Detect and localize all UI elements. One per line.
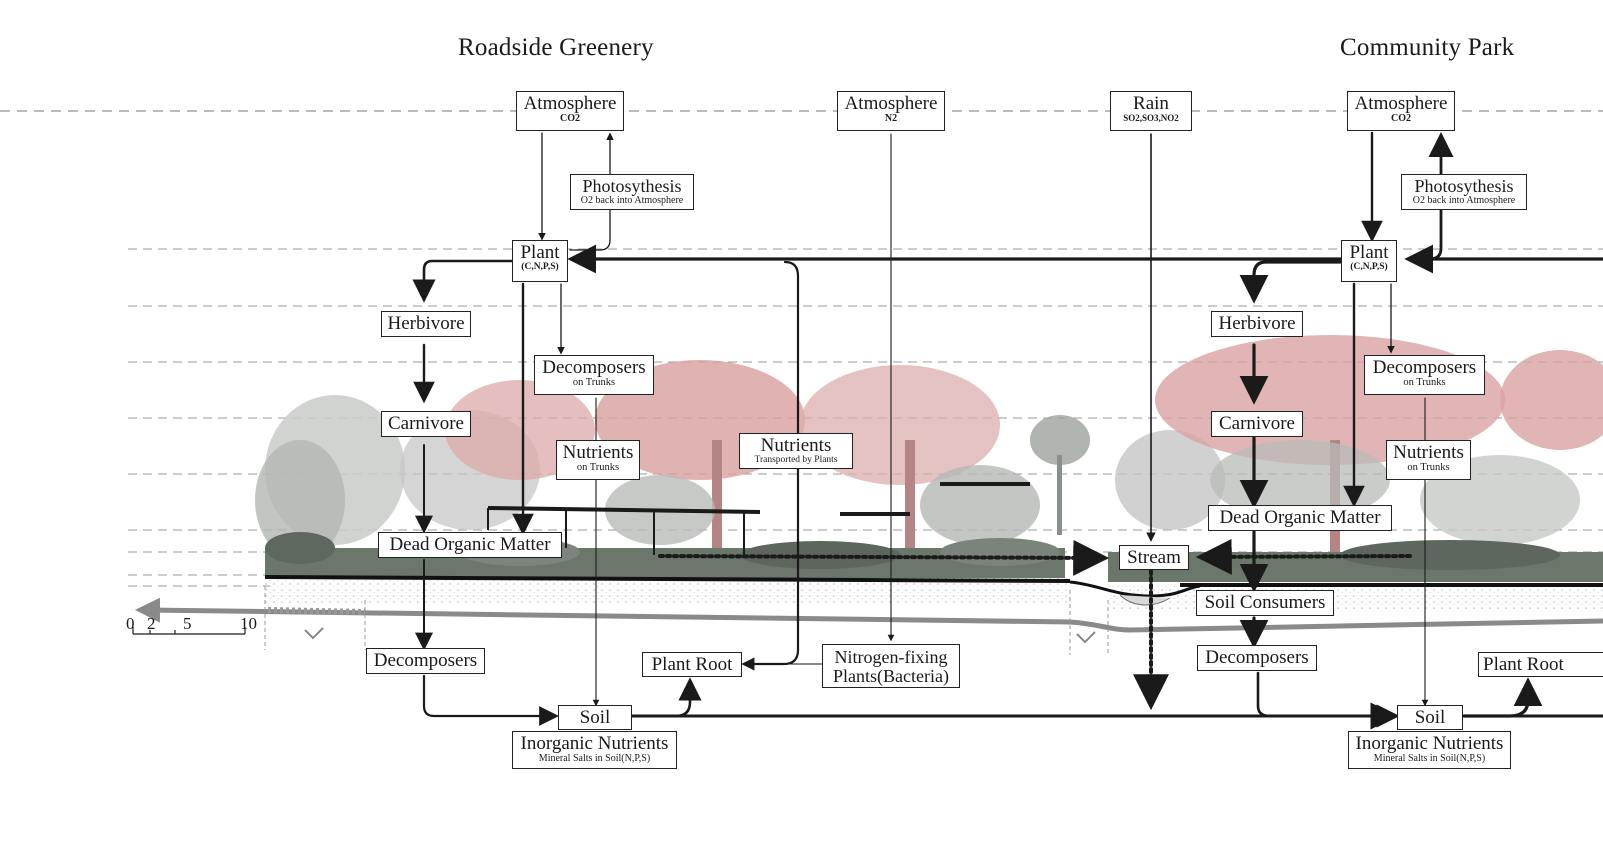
plant-root-right-node: Plant Root: [1478, 652, 1603, 677]
node-label: Soil Consumers: [1204, 592, 1326, 613]
atmosphere-co2-left-node: Atmosphere CO2: [516, 91, 624, 131]
nutrients-trunks-left-node: Nutrients on Trunks: [556, 440, 640, 480]
node-sub: (C,N,P,S): [521, 262, 559, 272]
community-park-title: Community Park: [1340, 34, 1515, 61]
flow-arrows: [412, 131, 1603, 730]
photosynthesis-left-node: Photosythesis O2 back into Atmosphere: [570, 174, 694, 210]
node-sub: SO2,SO3,NO2: [1123, 113, 1179, 123]
node-label: Dead Organic Matter: [389, 534, 551, 555]
node-label: Soil: [1414, 707, 1446, 728]
node-label: Rain: [1133, 93, 1169, 114]
plant-right-node: Plant (C,N,P,S): [1341, 240, 1397, 282]
scale-label-2: 2: [147, 614, 156, 633]
node-sub: O2 back into Atmosphere: [1412, 195, 1516, 206]
carnivore-right-node: Carnivore: [1211, 411, 1303, 437]
dead-organic-matter-right-node: Dead Organic Matter: [1208, 505, 1392, 531]
roadside-greenery-title: Roadside Greenery: [458, 34, 654, 61]
node-sub: Mineral Salts in Soil(N,P,S): [1373, 753, 1486, 764]
node-label: Herbivore: [387, 313, 465, 334]
node-sub: on Trunks: [1403, 377, 1446, 388]
node-label: Plant Root: [1483, 654, 1564, 675]
atmosphere-co2-right-node: Atmosphere CO2: [1347, 91, 1455, 131]
scale-label-5: 5: [183, 614, 192, 633]
node-label: Nitrogen-fixing: [834, 647, 948, 667]
node-sub: CO2: [1391, 113, 1411, 124]
node-sub: on Trunks: [1407, 462, 1450, 473]
ground-section: [135, 575, 1603, 655]
scale-label-10: 10: [240, 614, 257, 633]
node-label: Decomposers: [373, 650, 478, 671]
node-label: Decomposers: [1205, 647, 1309, 668]
node-sub: CO2: [560, 113, 580, 124]
stream-node: Stream: [1119, 545, 1189, 570]
node-sub: Mineral Salts in Soil(N,P,S): [538, 753, 651, 764]
node-sub: on Trunks: [572, 377, 616, 388]
node-label: Stream: [1127, 547, 1181, 568]
soil-consumers-node: Soil Consumers: [1196, 590, 1334, 616]
inorganic-nutrients-right-node: Inorganic Nutrients Mineral Salts in Soi…: [1348, 731, 1511, 769]
node-label: Soil: [579, 707, 611, 728]
node-label: Decomposers: [542, 357, 646, 378]
node-label: Nutrients: [562, 442, 634, 463]
node-label: Atmosphere: [844, 93, 938, 114]
inorganic-nutrients-left-node: Inorganic Nutrients Mineral Salts in Soi…: [512, 731, 677, 769]
node-label: Inorganic Nutrients: [520, 733, 669, 754]
decomposers-right-node: Decomposers: [1197, 645, 1317, 671]
nitrogen-fixing-node: Nitrogen-fixing Plants(Bacteria): [822, 644, 960, 688]
node-label: Plant: [520, 242, 560, 263]
soil-left-node: Soil: [558, 705, 632, 730]
dead-organic-matter-left-node: Dead Organic Matter: [378, 532, 562, 558]
nutrients-trunks-right-node: Nutrients on Trunks: [1386, 440, 1471, 480]
plant-left-node: Plant (C,N,P,S): [512, 240, 568, 282]
node-sub: (C,N,P,S): [1350, 262, 1388, 272]
carnivore-left-node: Carnivore: [381, 411, 471, 437]
node-label: Carnivore: [1219, 413, 1295, 434]
atmosphere-n2-node: Atmosphere N2: [837, 91, 945, 131]
photosynthesis-right-node: Photosythesis O2 back into Atmosphere: [1401, 174, 1527, 210]
scale-bar: [132, 627, 246, 635]
soil-right-node: Soil: [1397, 705, 1463, 730]
node-label: Plant: [1349, 242, 1389, 263]
node-label: Photosythesis: [1414, 176, 1514, 196]
herbivore-left-node: Herbivore: [381, 311, 471, 337]
node-label: Inorganic Nutrients: [1355, 733, 1504, 754]
node-label: Atmosphere: [1354, 93, 1448, 114]
node-label: Nutrients: [1393, 442, 1464, 463]
decomposers-trunks-left-node: Decomposers on Trunks: [534, 355, 654, 395]
nutrients-transported-node: Nutrients Transported by Plants: [739, 433, 853, 469]
node-sub: on Trunks: [576, 462, 620, 473]
node-sub: O2 back into Atmosphere: [580, 195, 684, 206]
herbivore-right-node: Herbivore: [1211, 311, 1303, 337]
node-label-line2: Plants(Bacteria): [833, 666, 949, 686]
node-label: Atmosphere: [523, 93, 617, 114]
decomposers-left-node: Decomposers: [366, 648, 485, 674]
scale-label-0: 0: [126, 614, 135, 633]
plant-root-left-node: Plant Root: [642, 652, 742, 677]
node-sub: N2: [884, 113, 898, 124]
node-sub: Transported by Plants: [754, 455, 838, 465]
node-label: Plant Root: [651, 654, 733, 675]
node-label: Herbivore: [1218, 313, 1296, 334]
decomposers-trunks-right-node: Decomposers on Trunks: [1364, 355, 1485, 395]
node-label: Nutrients: [760, 435, 832, 456]
node-label: Decomposers: [1372, 357, 1477, 378]
node-label: Photosythesis: [582, 176, 682, 196]
node-label: Carnivore: [388, 413, 464, 434]
rain-node: Rain SO2,SO3,NO2: [1110, 91, 1192, 131]
node-label: Dead Organic Matter: [1219, 507, 1381, 528]
